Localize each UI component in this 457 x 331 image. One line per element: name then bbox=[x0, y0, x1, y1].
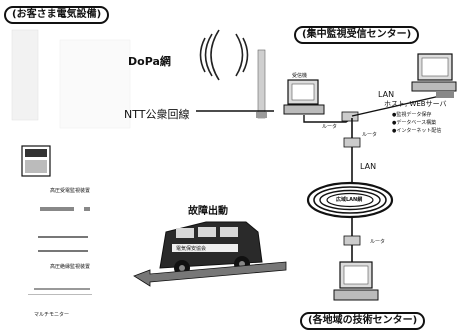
monitor3-device-icon bbox=[38, 236, 88, 238]
lan-top-line bbox=[351, 95, 441, 117]
router-mid-icon bbox=[343, 137, 361, 148]
dispatch-arrow-icon bbox=[133, 261, 287, 287]
service-van-icon bbox=[159, 221, 263, 276]
router-top-label: ルータ bbox=[322, 124, 338, 130]
antenna-tower-icon bbox=[256, 49, 267, 119]
server-item-2: ●データベース構築 bbox=[392, 120, 437, 126]
customer-equipment-graphics bbox=[11, 29, 131, 295]
wan-rings-icon bbox=[306, 181, 394, 219]
router-bottom-icon bbox=[343, 235, 361, 246]
server-pc-icon bbox=[411, 53, 457, 98]
central-monitoring-center-heading: (集中監視受信センター) bbox=[294, 26, 420, 44]
router-top-icon bbox=[341, 111, 359, 122]
monitor3-label: マルチモニター bbox=[34, 312, 70, 318]
dopa-network-label: DoPa網 bbox=[128, 55, 171, 68]
router-bottom-label: ルータ bbox=[370, 239, 386, 245]
router-mid-label: ルータ bbox=[362, 132, 378, 138]
receiver-pc-label: 受信機 bbox=[292, 73, 308, 79]
server-item-1: ●監視データ保存 bbox=[392, 112, 432, 118]
lan-top-label: LAN bbox=[378, 90, 395, 99]
server-item-3: ●インターネット配信 bbox=[392, 128, 442, 134]
wan-label: 広域LAN網 bbox=[336, 197, 363, 203]
ntt-line-label: NTT公衆回線 bbox=[124, 108, 190, 121]
radio-waves-right bbox=[235, 33, 249, 77]
regional-tech-center-heading: (各地域の技術センター) bbox=[300, 312, 426, 330]
monitor2-label: 高圧絶縁監視装置 bbox=[50, 264, 91, 270]
dispatch-caption: 故障出動 bbox=[188, 206, 228, 217]
receiver-pc-icon bbox=[283, 79, 325, 115]
server-title: ホスト, WEBサーバ bbox=[384, 100, 447, 108]
monitor2-device-icon bbox=[40, 207, 74, 211]
monitor1-label: 高圧受電監視装置 bbox=[50, 188, 91, 194]
tech-center-pc-icon bbox=[333, 261, 379, 301]
lan-mid-label: LAN bbox=[360, 162, 377, 171]
radio-waves-left bbox=[199, 29, 220, 81]
customer-equipment-heading: (お客さま電気設備) bbox=[4, 6, 110, 24]
van-side-text: 電気保安協会 bbox=[176, 246, 207, 252]
